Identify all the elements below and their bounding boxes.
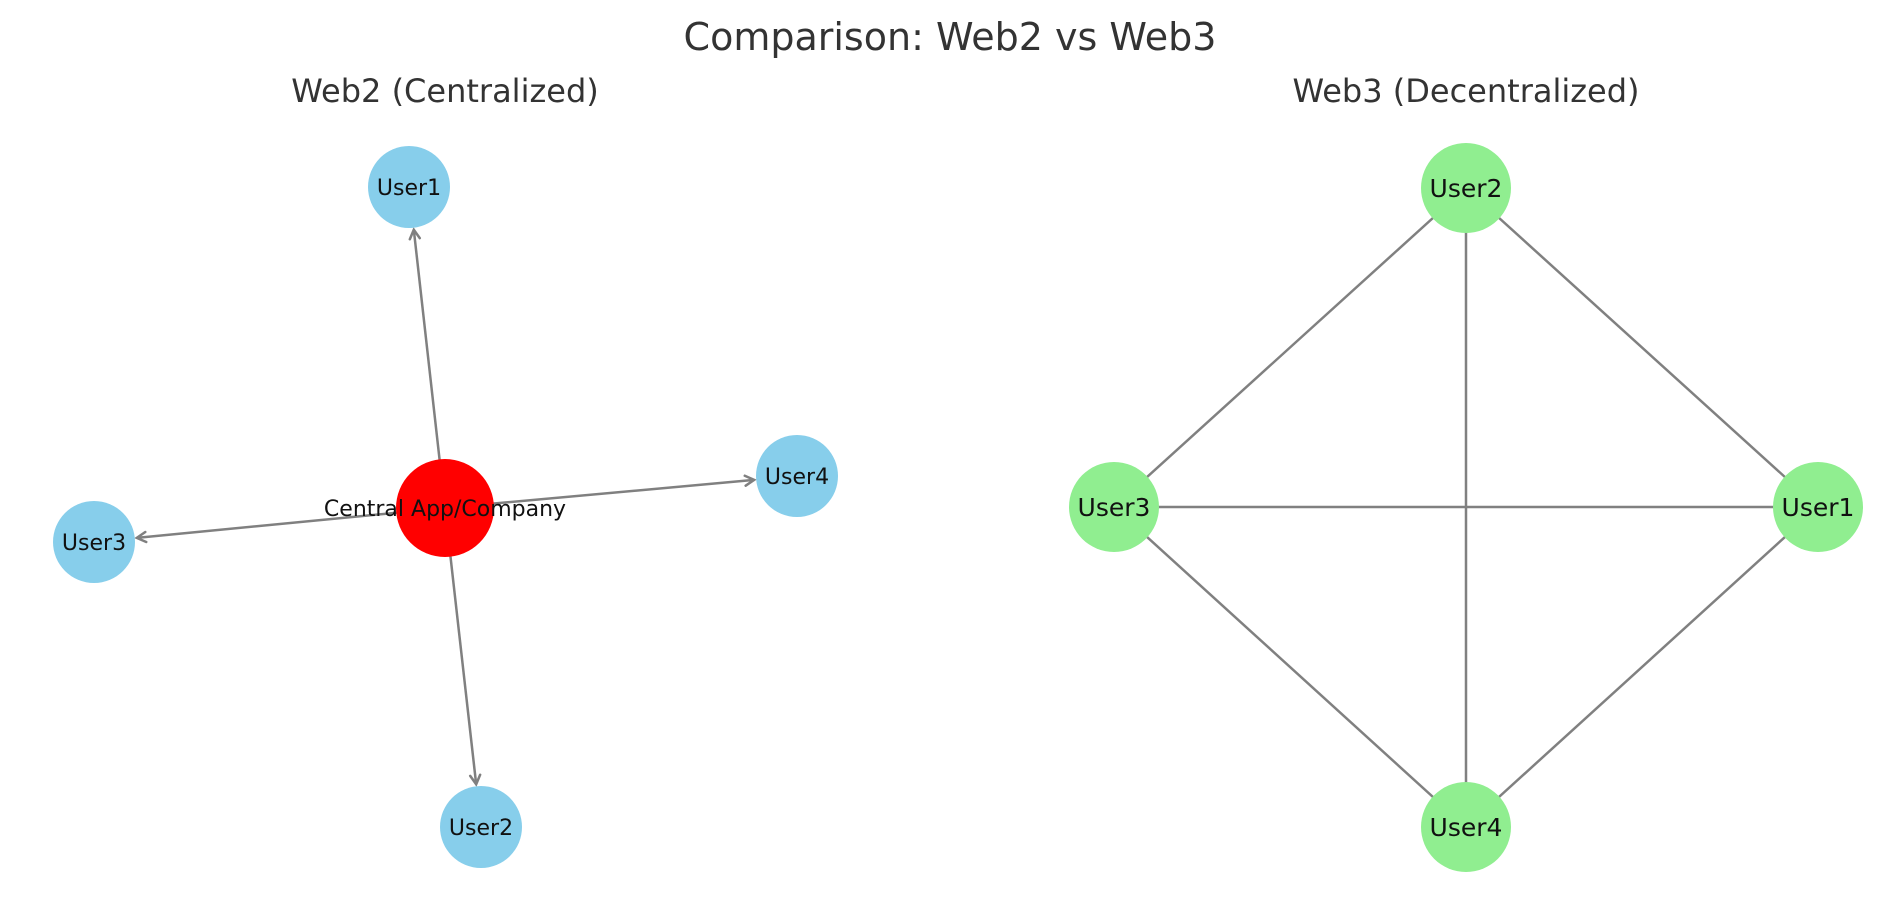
web2-arrowhead-user1 xyxy=(408,227,422,241)
web2-arrowhead-user3 xyxy=(134,530,148,544)
web3-node-user1 xyxy=(1773,462,1863,552)
web2-arrowhead-user4 xyxy=(743,474,757,487)
web3-panel-title: Web3 (Decentralized) xyxy=(1292,72,1639,110)
web3-edge-user2-user1 xyxy=(1465,187,1819,508)
figure-title: Comparison: Web2 vs Web3 xyxy=(684,15,1217,59)
web2-node-user2 xyxy=(440,786,522,868)
web2-node-label-user3: User3 xyxy=(62,531,126,556)
web2-panel-title: Web2 (Centralized) xyxy=(291,72,598,110)
web3-edges xyxy=(1113,187,1819,828)
web2-node-user3 xyxy=(53,501,135,583)
web2-node-user1 xyxy=(368,146,450,228)
web2-edge-user4 xyxy=(444,478,755,510)
web3-node-user3 xyxy=(1069,462,1159,552)
web2-arrowhead-user2 xyxy=(468,773,482,787)
web2-node-label-central: Central App/Company xyxy=(324,497,566,522)
web3-edge-user3-user4 xyxy=(1113,506,1467,828)
web3-node-user2 xyxy=(1421,143,1511,233)
web3-node-label-user4: User4 xyxy=(1430,813,1503,842)
web2-edge-user3 xyxy=(136,506,446,540)
web2-node-central xyxy=(396,459,494,557)
web2-node-label-user1: User1 xyxy=(377,176,441,201)
web2-node-user4 xyxy=(756,435,838,517)
web3-node-user4 xyxy=(1421,782,1511,872)
web3-edge-user1-user4 xyxy=(1465,506,1819,828)
web2-node-label-user4: User4 xyxy=(765,465,829,490)
web2-node-label-user2: User2 xyxy=(449,816,513,841)
web3-node-label-user3: User3 xyxy=(1078,493,1151,522)
web3-edge-user2-user3 xyxy=(1113,187,1467,508)
web3-node-label-user2: User2 xyxy=(1430,174,1503,203)
web3-node-label-user1: User1 xyxy=(1782,493,1855,522)
